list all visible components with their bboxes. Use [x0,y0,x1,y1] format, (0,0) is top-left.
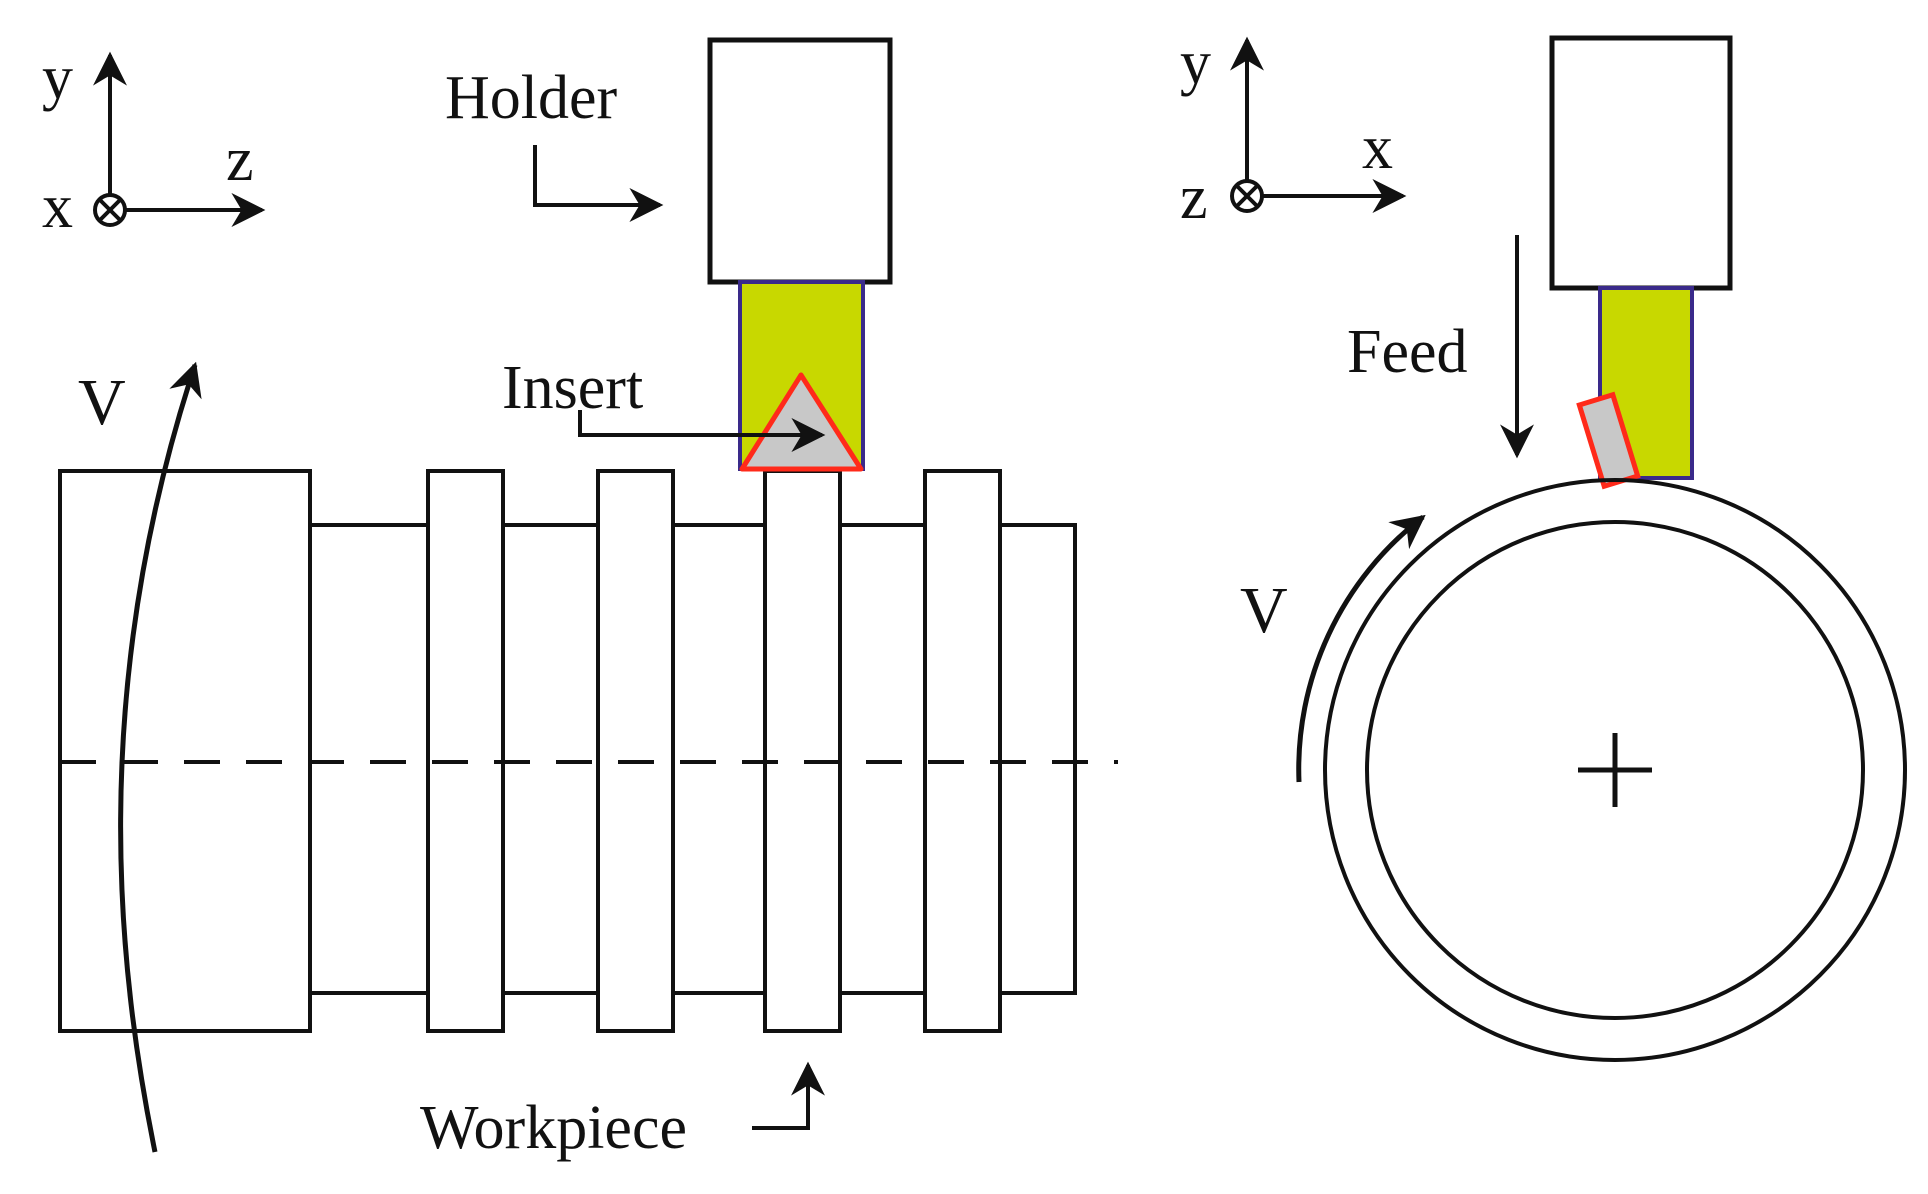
workpiece-callout: Workpiece [420,1061,825,1162]
left-velocity-label: V [78,366,126,439]
feed-label: Feed [1347,318,1468,386]
workpiece-side-view [58,469,1118,1033]
left-y-axis-label: y [42,44,73,112]
left-holder-body [707,37,893,285]
insert-leader-arrow [578,410,826,452]
workpiece-rib-1 [426,469,505,1033]
insert-label: Insert [502,354,643,422]
workpiece-front-view [1323,478,1907,1062]
left-x-axis-label: x [42,173,73,241]
left-z-axis-label: z [226,126,254,194]
left-coordinate-system: y z x [42,44,266,241]
workpiece-shaft [308,523,1077,995]
right-z-axis-label: z [1180,164,1208,232]
workpiece-leader-arrow [752,1061,825,1130]
workpiece-center-mark [1578,733,1652,807]
left-x-into-page-icon [93,193,127,227]
left-rotation-arrow: V [78,361,202,1153]
right-coordinate-system: y x z [1180,29,1407,232]
workpiece-rib-4 [923,469,1002,1033]
feed-callout: Feed [1347,235,1534,459]
workpiece-rib-3 [763,469,842,1033]
workpiece-outer-circle [1323,478,1907,1062]
workpiece-chuck-section [58,469,312,1033]
holder-leader-arrow [533,145,664,222]
workpiece-rib-2 [596,469,675,1033]
right-x-axis-label: x [1362,114,1393,182]
holder-callout: Holder [445,64,664,222]
right-z-into-page-icon [1230,179,1264,213]
holder-label: Holder [445,64,618,132]
right-y-axis-label: y [1180,29,1211,97]
right-tool [1549,35,1733,490]
right-velocity-label: V [1240,574,1288,647]
workpiece-inner-circle [1365,520,1865,1020]
left-tool [707,37,893,472]
right-holder-body [1549,35,1733,291]
right-rotation-arrow: V [1240,514,1426,783]
workpiece-label: Workpiece [420,1094,687,1162]
insert-callout: Insert [502,354,826,452]
